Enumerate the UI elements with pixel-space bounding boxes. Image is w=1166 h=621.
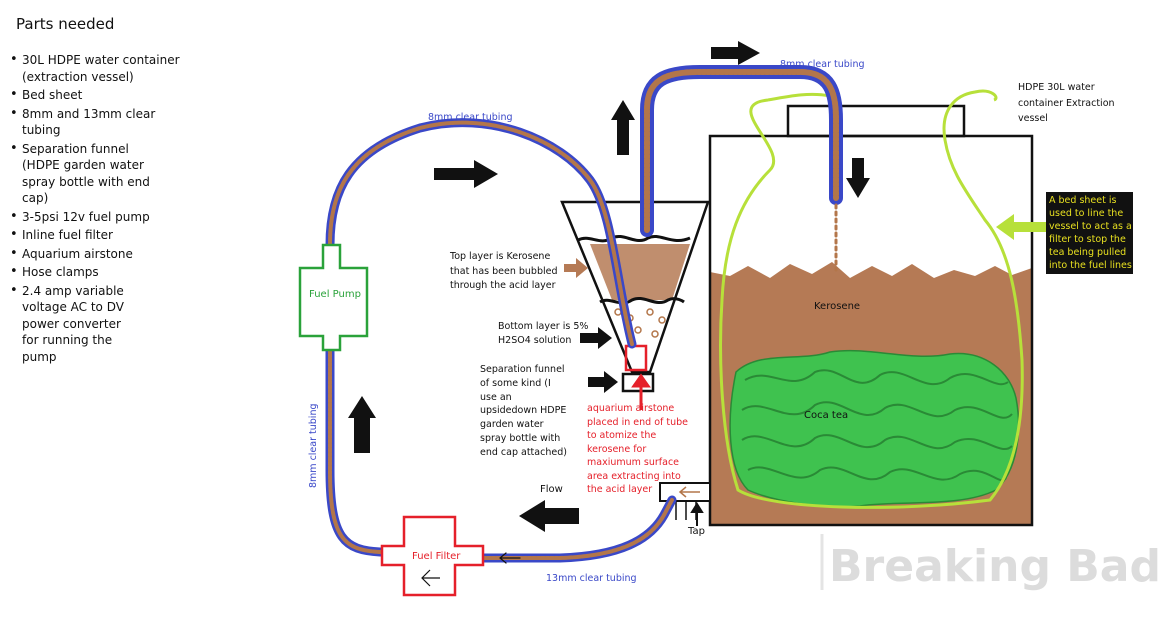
fuel-filter-body	[380, 515, 485, 597]
funnel-layer-line-bottom	[599, 297, 685, 305]
tubing-network	[325, 65, 843, 564]
tubing-label-bottom: 13mm clear tubing	[546, 573, 637, 584]
pointer-arrow-icon	[564, 258, 588, 278]
tube-pump-to-filter-inner	[328, 334, 402, 554]
flow-label: Flow	[540, 484, 563, 495]
vessel-cap	[786, 104, 966, 138]
bed-sheet-outline	[719, 89, 1024, 509]
fuel-pump: Fuel Pump	[298, 243, 369, 352]
coca-tea-label: Coca tea	[804, 410, 848, 421]
coca-tea-scribble	[741, 369, 1013, 482]
pointer-arrow-icon	[580, 327, 612, 349]
airstone-note: aquarium airstone placed in end of tube …	[587, 403, 691, 495]
parts-list-item: 3-5psi 12v fuel pump	[8, 209, 192, 226]
parts-list-item: Hose clamps	[8, 264, 192, 281]
bottom-layer-note: Bottom layer is 5% H2SO4 solution	[498, 321, 591, 346]
parts-list-item: Inline fuel filter	[8, 227, 192, 244]
fuel-filter: Fuel Filter	[380, 515, 485, 597]
kerosene-label: Kerosene	[814, 301, 860, 312]
flow-arrows	[348, 41, 1046, 532]
funnel-layer-line-top	[577, 235, 691, 243]
bed-sheet-arrow-icon	[996, 214, 1046, 240]
tap-flow-arrow	[678, 486, 700, 498]
tap-arrow	[690, 502, 704, 526]
filter-inner-arrow	[499, 552, 521, 564]
parts-list-item: 30L HDPE water container (extraction ves…	[8, 52, 192, 85]
extraction-vessel: Kerosene Coca tea HDPE 30L water contain…	[659, 82, 1118, 537]
separation-funnel-note: Separation funnel of some kind (I use an…	[480, 364, 569, 458]
watermark-text: Breaking Bad	[829, 541, 1161, 592]
tube-pump-to-funnel	[325, 118, 637, 349]
tubing-label-top-left: 8mm clear tubing	[428, 112, 513, 123]
vessel-label: HDPE 30L water container Extraction vess…	[1018, 82, 1118, 124]
parts-list-item: 2.4 amp variable voltage AC to DV power …	[8, 283, 192, 366]
flow-arrow-down-icon	[846, 158, 870, 198]
parts-list-item: Separation funnel (HDPE garden water spr…	[8, 141, 192, 207]
parts-list-item: Aquarium airstone	[8, 246, 192, 263]
flow-arrow-left-icon	[519, 500, 579, 532]
airstone-arrow	[631, 373, 651, 410]
parts-title: Parts needed	[16, 15, 115, 33]
parts-list-item: 8mm and 13mm clear tubing	[8, 106, 192, 139]
bed-sheet-note-box	[1046, 192, 1133, 274]
tubing-label-left: 8mm clear tubing	[308, 404, 319, 489]
fuel-pump-body	[298, 243, 369, 352]
funnel-outline	[560, 200, 710, 374]
tube-filter-to-tap-inner	[454, 498, 674, 560]
vessel-body	[708, 134, 1034, 527]
flow-arrow-up-icon	[348, 396, 376, 453]
top-layer-note: Top layer is Kerosene that has been bubb…	[449, 251, 561, 291]
parts-list: 30L HDPE water container (extraction ves…	[8, 52, 192, 367]
top-layer-fill	[590, 244, 690, 300]
fuel-filter-arrow-icon	[421, 569, 440, 587]
coca-tea-mass	[729, 349, 1020, 508]
tube-funnel-to-vessel-inner	[644, 69, 839, 233]
flow-arrow-right-icon	[434, 160, 498, 188]
flow-arrow-up-icon	[611, 100, 635, 155]
fuel-filter-label: Fuel Filter	[412, 551, 461, 562]
parts-list-item: Bed sheet	[8, 87, 192, 104]
tube-pump-to-funnel-inner	[328, 120, 634, 346]
fuel-pump-label: Fuel Pump	[309, 289, 361, 300]
pointer-arrow-icon	[588, 371, 618, 393]
tubing-label-top-right: 8mm clear tubing	[780, 59, 865, 70]
flow-arrow-right-icon	[711, 41, 760, 65]
separation-funnel	[560, 200, 710, 410]
bed-sheet-note: A bed sheet is used to line the vessel t…	[1046, 192, 1135, 274]
watermark: Breaking Bad	[820, 534, 1161, 592]
tap-label: Tap	[687, 526, 705, 537]
bed-sheet-note-text: A bed sheet is used to line the vessel t…	[1049, 195, 1135, 271]
